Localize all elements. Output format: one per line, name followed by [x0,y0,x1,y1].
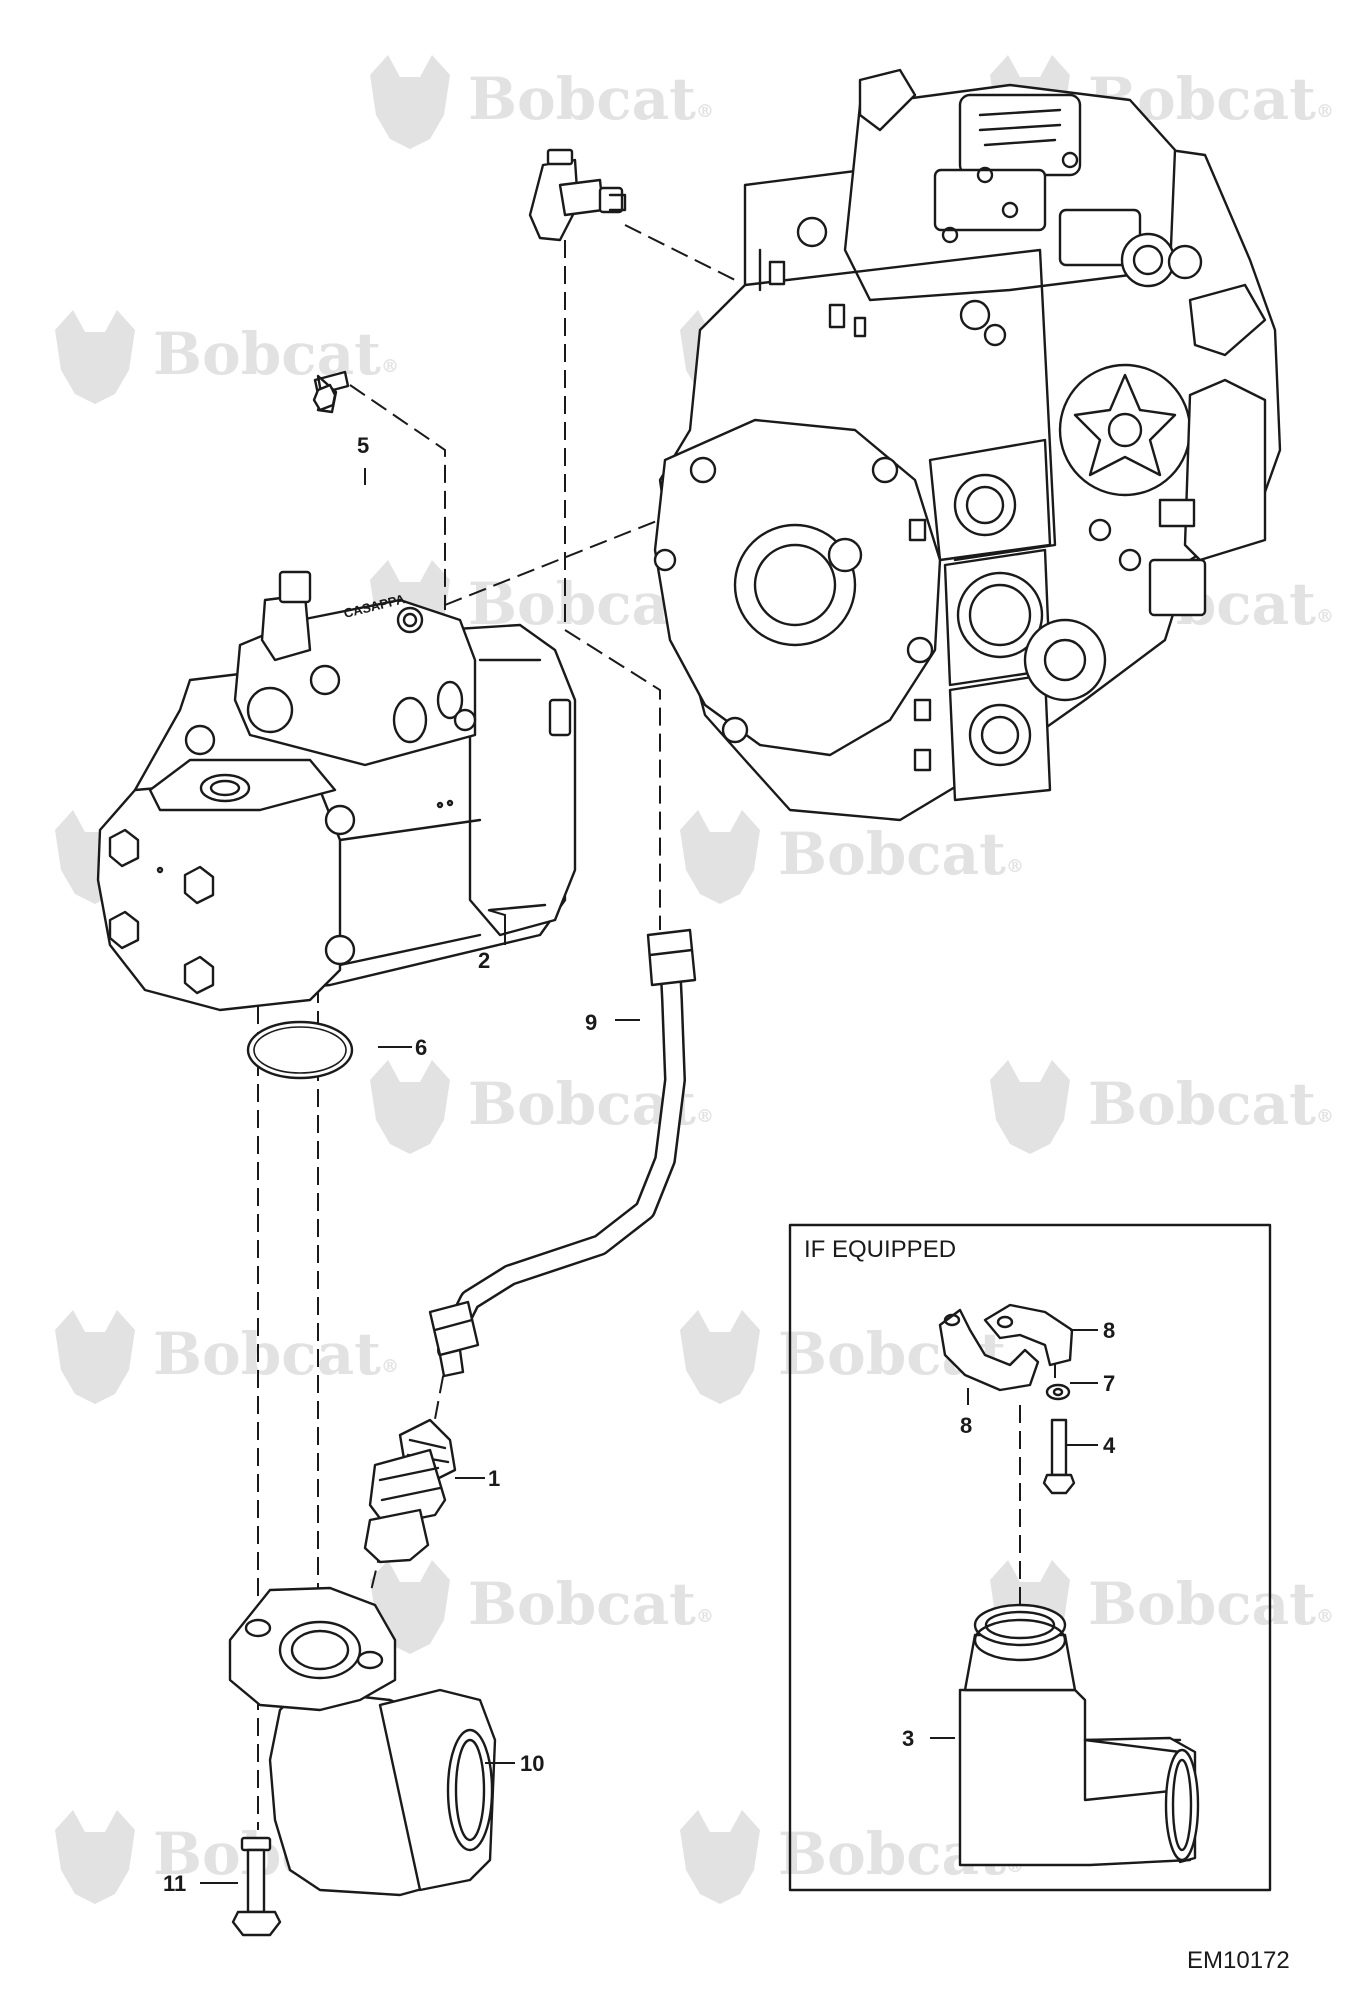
flange-elbow-10 [228,1586,497,1897]
registered-mark: ® [1316,606,1334,627]
registered-mark: ® [1316,1606,1334,1627]
registered-mark: ® [696,101,714,122]
bolt-11 [231,1836,282,1937]
hydrostatic-pump-assembly [653,68,1282,822]
registered-mark: ® [381,1356,399,1377]
callout-1: 1 [488,1466,500,1491]
bolt-5 [312,370,350,414]
svg-text:Bobcat®: Bobcat® [468,65,714,133]
callout-labels: 5 2 6 9 1 8 8 7 4 3 10 11 [163,433,1116,1896]
svg-text:Bobcat®: Bobcat® [1088,1070,1334,1138]
if-equipped-inset: IF EQUIPPED [788,1223,1272,1892]
bobcat-watermark: Bobcat® [680,810,1024,904]
callout-8: 8 [1103,1318,1115,1343]
bobcat-watermark: Bobcat® [370,1560,714,1654]
callout-2: 2 [478,948,490,973]
registered-mark: ® [696,1606,714,1627]
elbow-fitting [528,148,627,242]
registered-mark: ® [1316,1106,1334,1127]
callout-11: 11 [163,1871,186,1896]
bobcat-watermark: Bobcat® [55,1310,399,1404]
registered-mark: ® [696,1106,714,1127]
callout-leaders [200,468,1098,1884]
figure-id: EM10172 [1187,1947,1290,1974]
svg-text:Bobcat®: Bobcat® [153,320,399,388]
svg-text:Bobcat®: Bobcat® [1088,1570,1334,1638]
registered-mark: ® [1006,856,1024,877]
bobcat-watermark: Bobcat® [55,310,399,404]
callout-9: 9 [585,1010,597,1035]
callout-6: 6 [415,1035,427,1060]
callout-8: 8 [960,1413,972,1438]
svg-text:Bobcat®: Bobcat® [778,820,1024,888]
callout-7: 7 [1103,1371,1115,1396]
adapter-fitting-1 [363,1418,457,1564]
charge-pump: CASAPPA [96,570,577,1012]
bobcat-watermark: Bobcat® [370,55,714,149]
registered-mark: ® [381,356,399,377]
svg-text:Bobcat®: Bobcat® [153,1320,399,1388]
o-ring-6 [246,1020,354,1080]
registered-mark: ® [1316,101,1334,122]
callout-5: 5 [357,433,369,458]
callout-4: 4 [1103,1433,1116,1458]
bobcat-watermark: Bobcat® [990,1060,1334,1154]
inset-title: IF EQUIPPED [804,1236,956,1263]
callout-10: 10 [520,1751,544,1776]
hose-9 [428,928,697,1378]
svg-text:Bobcat®: Bobcat® [468,1570,714,1638]
callout-3: 3 [902,1726,914,1751]
